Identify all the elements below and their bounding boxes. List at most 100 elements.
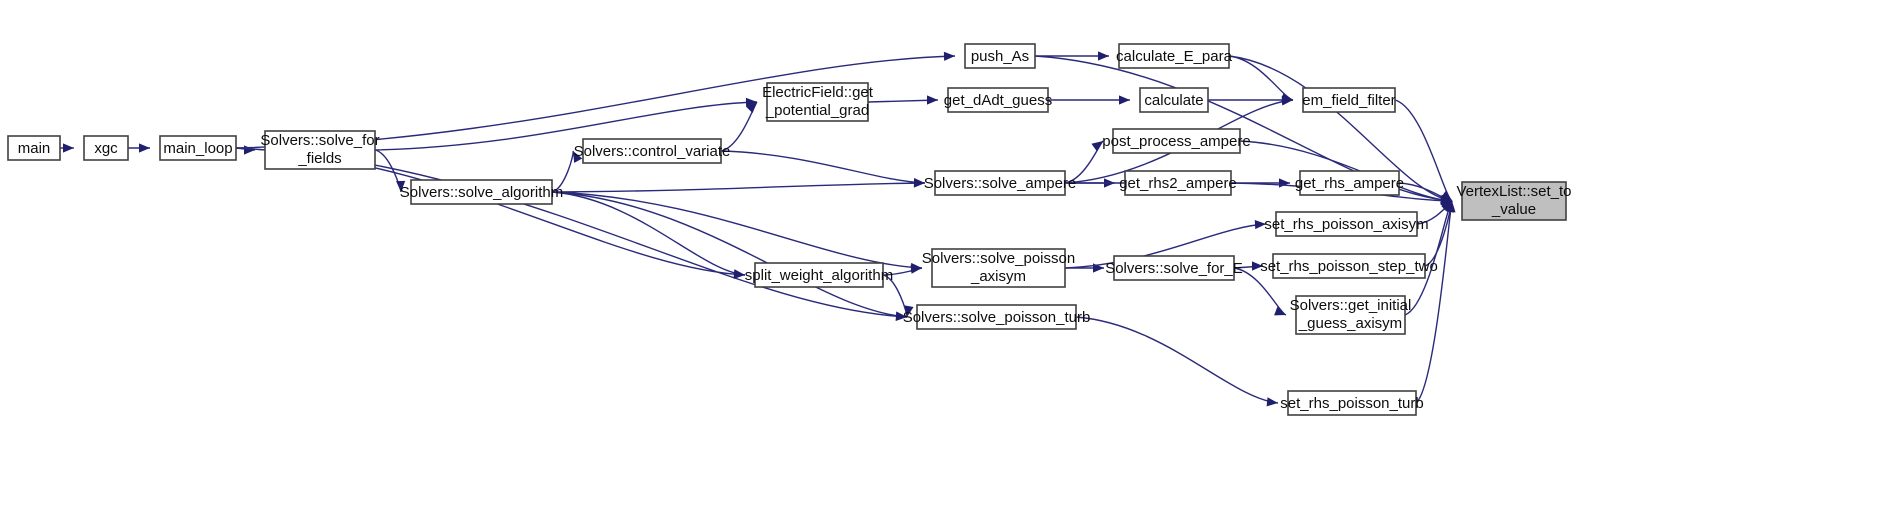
call-edge-solve_algorithm-to-solve_ampere xyxy=(551,182,926,193)
node-box-solve_for_E[interactable] xyxy=(1113,255,1235,281)
node-box-main_loop[interactable] xyxy=(159,135,237,161)
graph-node-get_rhs_ampere[interactable]: get_rhs_ampere xyxy=(1295,170,1404,196)
graph-node-xgc[interactable]: xgc xyxy=(83,135,129,161)
node-box-set_rhs_poisson_step_two[interactable] xyxy=(1272,253,1426,279)
nodes-layer: main xgc main_loop Solvers::solve_for_field… xyxy=(7,43,1572,416)
graph-node-em_field_filter[interactable]: em_field_filter xyxy=(1302,87,1396,113)
graph-node-control_variate[interactable]: Solvers::control_variate xyxy=(574,138,731,164)
edge-arrowhead xyxy=(1252,261,1263,271)
edge-arrowhead xyxy=(904,305,914,317)
graph-node-set_rhs_poisson_step_two[interactable]: set_rhs_poisson_step_two xyxy=(1260,253,1438,279)
node-label-get_dAdt_guess: get_dAdt_guess xyxy=(944,92,1052,109)
node-label-solve_poisson_turb: Solvers::solve_poisson_turb xyxy=(903,309,1091,326)
node-box-split_weight_algorithm[interactable] xyxy=(754,262,884,288)
graph-node-set_rhs_poisson_turb[interactable]: set_rhs_poisson_turb xyxy=(1280,390,1424,416)
edge-arrowhead xyxy=(1091,141,1103,152)
graph-node-set_to_value[interactable]: VertexList::set_to_value xyxy=(1456,181,1572,221)
graph-node-get_rhs2_ampere[interactable]: get_rhs2_ampere xyxy=(1119,170,1237,196)
edge-arrowhead xyxy=(139,143,150,153)
node-box-get_rhs2_ampere[interactable] xyxy=(1124,170,1232,196)
node-label-line1: Solvers::get_initial xyxy=(1290,297,1412,314)
edge-arrowhead xyxy=(913,177,925,188)
node-box-main[interactable] xyxy=(7,135,61,161)
call-edge-solve_poisson_axisym-to-set_rhs_poisson_axisym xyxy=(1064,223,1267,269)
node-box-set_rhs_poisson_turb[interactable] xyxy=(1287,390,1417,416)
graph-node-split_weight_algorithm[interactable]: split_weight_algorithm xyxy=(745,262,893,288)
node-box-solve_poisson_turb[interactable] xyxy=(916,304,1077,330)
node-box-set_rhs_poisson_axisym[interactable] xyxy=(1275,211,1418,237)
node-label-split_weight_algorithm: split_weight_algorithm xyxy=(745,267,893,284)
edge-arrowhead xyxy=(63,143,74,153)
node-label-em_field_filter: em_field_filter xyxy=(1302,92,1395,109)
graph-node-solve_for_fields[interactable]: Solvers::solve_for_fields xyxy=(260,130,380,170)
node-label-line2: _guess_axisym xyxy=(1298,315,1402,332)
node-box-solve_algorithm[interactable] xyxy=(410,179,553,205)
node-box-solve_for_fields[interactable] xyxy=(264,130,376,170)
graph-node-main_loop[interactable]: main_loop xyxy=(159,135,237,161)
edge-arrowhead xyxy=(244,145,255,155)
node-label-line2: _value xyxy=(1491,201,1536,218)
graph-node-calculate_E_para[interactable]: calculate_E_para xyxy=(1116,43,1233,69)
node-label-main_loop: main_loop xyxy=(163,140,232,157)
node-label-get_potential_grad: ElectricField::get_potential_grad xyxy=(762,84,874,119)
node-box-xgc[interactable] xyxy=(83,135,129,161)
node-box-em_field_filter[interactable] xyxy=(1302,87,1396,113)
graph-node-push_As[interactable]: push_As xyxy=(964,43,1036,69)
node-label-set_rhs_poisson_axisym: set_rhs_poisson_axisym xyxy=(1264,216,1428,233)
edge-arrowhead xyxy=(1266,397,1278,407)
graph-node-post_process_ampere[interactable]: post_process_ampere xyxy=(1102,128,1251,154)
node-box-solve_poisson_axisym[interactable] xyxy=(931,248,1066,288)
edge-arrowhead xyxy=(1281,96,1293,106)
edge-arrowhead xyxy=(1444,201,1454,213)
node-box-push_As[interactable] xyxy=(964,43,1036,69)
node-box-set_to_value[interactable] xyxy=(1461,181,1567,221)
call-edge-solve_algorithm-to-split_weight_algorithm xyxy=(551,191,746,276)
node-label-get_rhs2_ampere: get_rhs2_ampere xyxy=(1119,175,1237,192)
call-edge-get_potential_grad-to-get_dAdt_guess xyxy=(867,99,939,103)
node-box-get_potential_grad[interactable] xyxy=(766,82,869,122)
node-box-calculate_E_para[interactable] xyxy=(1118,43,1230,69)
edge-arrowhead xyxy=(927,95,938,105)
graph-node-solve_poisson_turb[interactable]: Solvers::solve_poisson_turb xyxy=(903,304,1091,330)
node-label-push_As: push_As xyxy=(971,48,1029,65)
node-label-set_to_value: VertexList::set_to_value xyxy=(1456,183,1571,218)
node-label-set_rhs_poisson_turb: set_rhs_poisson_turb xyxy=(1280,395,1423,412)
edge-arrowhead xyxy=(746,102,757,114)
call-edge-control_variate-to-solve_ampere xyxy=(720,150,926,184)
graph-node-main[interactable]: main xyxy=(7,135,61,161)
node-label-line1: Solvers::solve_for xyxy=(260,132,379,149)
graph-node-get_dAdt_guess[interactable]: get_dAdt_guess xyxy=(944,87,1052,113)
graph-node-set_rhs_poisson_axisym[interactable]: set_rhs_poisson_axisym xyxy=(1264,211,1429,237)
edge-arrowhead xyxy=(1119,95,1130,105)
node-box-get_initial_guess_axisym[interactable] xyxy=(1295,295,1406,335)
node-box-post_process_ampere[interactable] xyxy=(1112,128,1241,154)
call-edge-solve_algorithm-to-solve_poisson_axisym xyxy=(551,191,923,269)
graph-node-get_initial_guess_axisym[interactable]: Solvers::get_initial_guess_axisym xyxy=(1290,295,1412,335)
graph-node-solve_algorithm[interactable]: Solvers::solve_algorithm xyxy=(400,179,563,205)
edge-arrowhead xyxy=(1274,306,1286,316)
call-edge-push_As-to-set_to_value xyxy=(1034,55,1453,202)
node-box-solve_ampere[interactable] xyxy=(934,170,1066,196)
node-label-solve_for_E: Solvers::solve_for_E xyxy=(1105,260,1243,277)
graph-node-get_potential_grad[interactable]: ElectricField::get_potential_grad xyxy=(762,82,874,122)
graph-node-solve_ampere[interactable]: Solvers::solve_ampere xyxy=(924,170,1077,196)
node-label-xgc: xgc xyxy=(94,140,118,157)
node-box-control_variate[interactable] xyxy=(582,138,722,164)
edge-arrowhead xyxy=(733,269,745,279)
node-label-solve_algorithm: Solvers::solve_algorithm xyxy=(400,184,563,201)
node-label-calculate_E_para: calculate_E_para xyxy=(1116,48,1233,65)
edge-arrowhead xyxy=(1279,178,1290,188)
graph-node-calculate[interactable]: calculate xyxy=(1139,87,1209,113)
node-box-calculate[interactable] xyxy=(1139,87,1209,113)
graph-node-solve_for_E[interactable]: Solvers::solve_for_E xyxy=(1105,255,1243,281)
graph-node-solve_poisson_axisym[interactable]: Solvers::solve_poisson_axisym xyxy=(922,248,1075,288)
call-edge-set_rhs_poisson_turb-to-set_to_value xyxy=(1415,200,1453,404)
node-box-get_rhs_ampere[interactable] xyxy=(1299,170,1400,196)
edge-arrowhead xyxy=(943,51,955,61)
node-label-solve_for_fields: Solvers::solve_for_fields xyxy=(260,132,379,167)
node-label-line2: _potential_grad xyxy=(765,102,869,119)
node-box-get_dAdt_guess[interactable] xyxy=(947,87,1049,113)
call-edge-solve_algorithm-to-control_variate xyxy=(551,150,574,193)
